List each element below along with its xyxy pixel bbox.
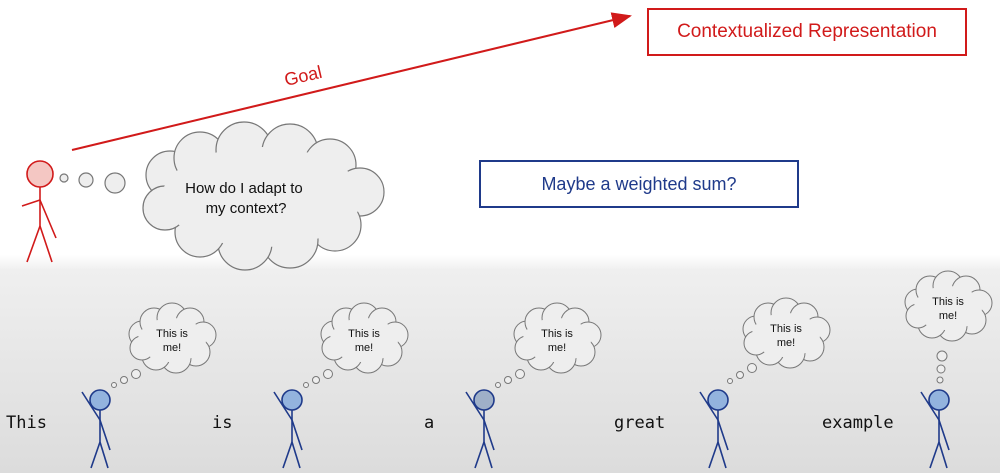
thought-cloud	[742, 297, 831, 369]
thought-cloud	[320, 302, 409, 374]
thought-cloud	[513, 302, 602, 374]
goal-arrow	[71, 12, 632, 151]
weighted-sum-box: Maybe a weighted sum?	[479, 160, 799, 208]
word-figures: This is me! This is me! This is me! This is me!…	[81, 270, 993, 469]
word-example: example	[822, 413, 894, 433]
thought-line-1: This is	[541, 328, 573, 340]
thought-cloud	[128, 302, 217, 374]
thought-line-1: This is	[770, 323, 802, 335]
thought-cloud	[142, 121, 385, 271]
thought-dots	[495, 369, 525, 388]
word-figure-great: This is me!	[699, 297, 831, 469]
thought-line-2: my context?	[206, 200, 287, 217]
thought-line-1: This is	[932, 296, 964, 308]
thought-text: This is me!	[770, 323, 802, 349]
thought-text: This is me!	[156, 328, 188, 354]
thought-cloud	[904, 270, 993, 342]
thought-line-2: me!	[548, 342, 566, 354]
blue-stick-figure	[699, 389, 729, 469]
thought-text: How do I adapt to my context?	[185, 180, 307, 217]
blue-stick-figure	[465, 389, 495, 469]
blue-stick-figure	[920, 389, 950, 469]
thought-line-2: me!	[939, 310, 957, 322]
blue-stick-figure	[273, 389, 303, 469]
thought-dots	[111, 369, 141, 388]
thought-line-2: me!	[355, 342, 373, 354]
thought-line-1: This is	[348, 328, 380, 340]
thought-line-1: This is	[156, 328, 188, 340]
goal-label: Goal	[282, 62, 324, 90]
red-stick-figure	[21, 160, 57, 263]
word-figure-This: This is me!	[81, 302, 217, 469]
word-figure-a: This is me!	[465, 302, 602, 469]
word-a: a	[424, 413, 435, 433]
word-great: great	[614, 413, 666, 433]
blue-stick-figure	[81, 389, 111, 469]
thought-line-1: How do I adapt to	[185, 180, 303, 197]
weighted-sum-label: Maybe a weighted sum?	[541, 173, 737, 194]
word-figure-example: This is me!	[904, 270, 993, 469]
thought-dots	[727, 363, 757, 384]
thought-dots	[59, 172, 126, 194]
thought-text: This is me!	[932, 296, 964, 322]
thought-dots	[936, 350, 948, 384]
thought-line-2: me!	[777, 337, 795, 349]
thought-text: This is me!	[541, 328, 573, 354]
thought-dots	[303, 369, 333, 388]
contextualized-representation-label: Contextualized Representation	[677, 21, 937, 42]
contextualized-representation-box: Contextualized Representation	[647, 8, 967, 56]
word-this: This	[6, 413, 47, 433]
thought-line-2: me!	[163, 342, 181, 354]
thought-text: This is me!	[348, 328, 380, 354]
word-is: is	[212, 413, 233, 433]
word-figure-is: This is me!	[273, 302, 409, 469]
